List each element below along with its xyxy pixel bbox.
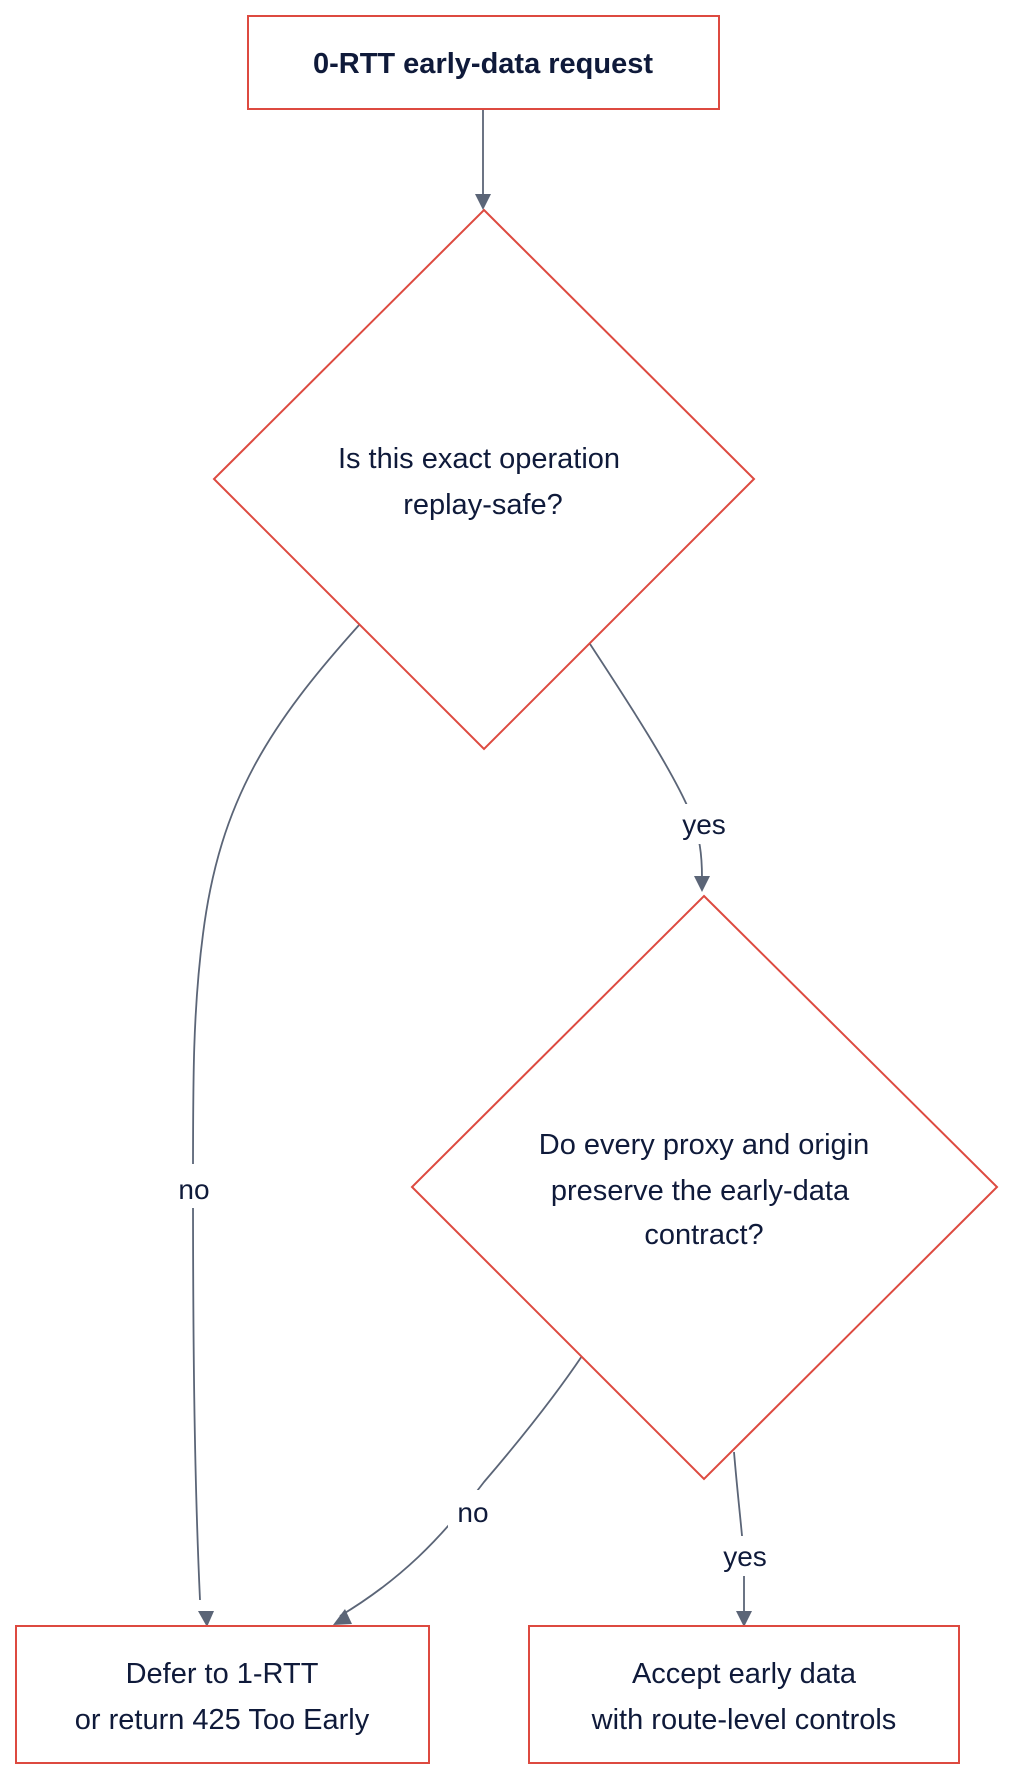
decision-replay-safe-label-line1: Is this exact operation (338, 443, 620, 475)
edge-label-replay-yes: yes (682, 809, 726, 840)
defer-node (15, 1625, 430, 1764)
defer-node-label-line2: or return 425 Too Early (75, 1704, 370, 1736)
accept-node-label-line2: with route-level controls (591, 1704, 897, 1736)
arrowhead (333, 1609, 352, 1625)
decision-replay-safe (212, 208, 756, 751)
edge-replay-no (192, 623, 361, 1601)
arrowhead (736, 1611, 752, 1627)
decision-proxy-contract-label-line3: contract? (644, 1219, 763, 1251)
decision-proxy-contract-label-line1: Do every proxy and origin (539, 1129, 869, 1161)
start-node-label: 0-RTT early-data request (313, 48, 653, 80)
edge-label-proxy-yes: yes (723, 1541, 767, 1572)
decision-proxy-contract (410, 894, 999, 1481)
accept-node-label-line1: Accept early data (632, 1658, 857, 1690)
edge-replay-yes (589, 643, 703, 879)
decision-proxy-contract-label-line2: preserve the early-data (551, 1175, 850, 1207)
edge-label-proxy-no: no (457, 1497, 488, 1528)
edge-label-replay-no: no (178, 1174, 209, 1205)
arrowhead (475, 194, 491, 210)
defer-node-label-line1: Defer to 1-RTT (126, 1658, 319, 1690)
decision-replay-safe-label-line2: replay-safe? (403, 489, 563, 521)
arrowhead (198, 1611, 214, 1627)
arrowhead (694, 876, 710, 892)
accept-node (528, 1625, 960, 1764)
edge-proxy-yes (733, 1451, 745, 1612)
start-node (247, 15, 720, 110)
edge-proxy-no (339, 1355, 583, 1617)
